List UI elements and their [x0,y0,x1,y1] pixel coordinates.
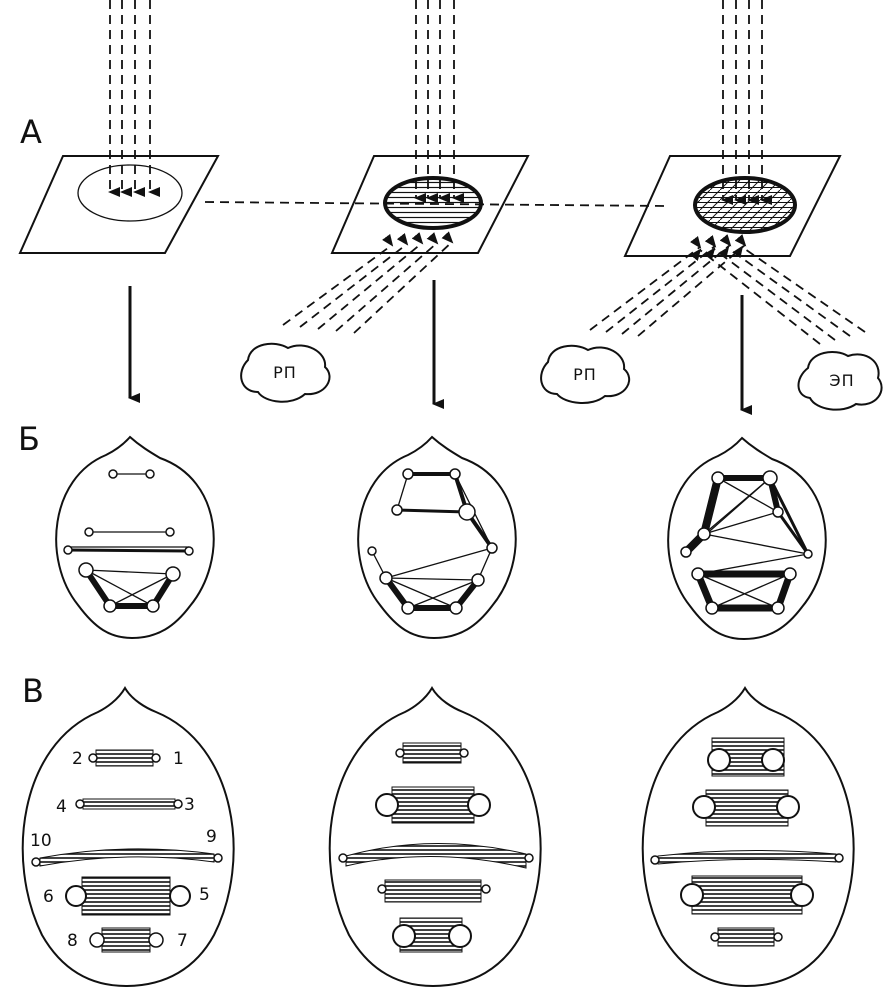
row-label-b: Б [18,420,40,458]
blob-rp-2-label: РП [573,365,597,384]
number-1: 1 [173,749,184,769]
incident-rays-1 [108,0,160,197]
blob-ep-label: ЭП [829,371,854,390]
number-3: 3 [184,795,195,815]
reflected-rays-3-right [689,245,866,345]
bundle-head-2 [328,686,542,988]
number-5: 5 [199,885,210,905]
plate-1 [18,0,220,254]
number-6: 6 [43,887,54,907]
incident-rays-3 [721,0,772,205]
graph-head-3 [667,436,827,641]
bundle-head-3 [641,686,855,988]
graph-head-2 [357,435,517,640]
plate-3 [589,0,866,345]
row-label-a: А [20,113,42,151]
number-7: 7 [177,931,188,951]
number-8: 8 [67,931,78,951]
number-4: 4 [56,797,67,817]
number-2: 2 [72,749,83,769]
row-label-c: В [22,672,44,710]
blob-rp-2: РП [540,344,631,404]
blob-rp-1: РП [240,342,331,403]
reflected-rays-2 [282,231,454,334]
plate-2 [282,0,530,334]
bundle-head-1: 1 2 3 4 5 6 7 8 9 10 [21,686,235,988]
number-10: 10 [30,831,52,851]
incident-rays-2 [414,0,464,203]
blob-ep: ЭП [797,351,883,411]
reflected-rays-3-left [589,234,747,337]
number-9: 9 [206,827,217,847]
blob-rp-1-label: РП [273,363,297,382]
graph-head-1 [55,435,215,640]
